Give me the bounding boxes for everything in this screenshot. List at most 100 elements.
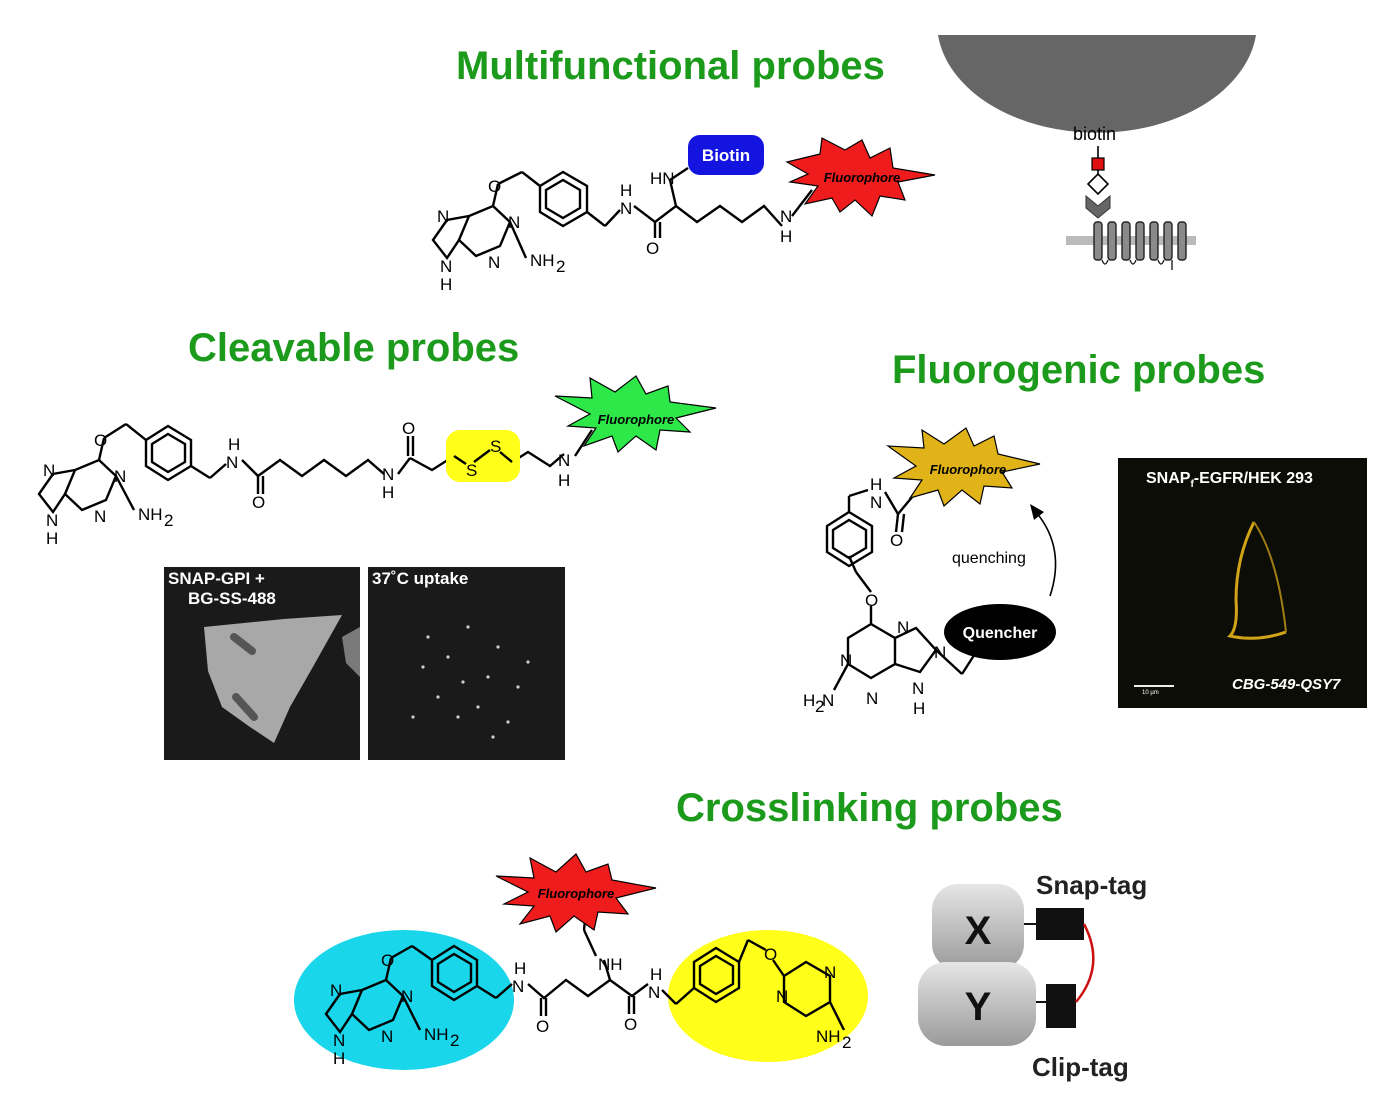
svg-text:O: O	[488, 177, 501, 196]
fluorophore-burst-multifunctional: Fluorophore	[785, 137, 936, 218]
svg-text:N: N	[114, 467, 126, 486]
svg-text:NH: NH	[138, 505, 163, 524]
svg-text:H: H	[228, 435, 240, 454]
title-cleavable: Cleavable probes	[188, 326, 520, 370]
svg-text:X: X	[965, 909, 992, 953]
svg-text:N: N	[94, 507, 106, 526]
svg-text:O: O	[865, 591, 878, 610]
svg-text:N: N	[912, 679, 924, 698]
svg-text:N: N	[488, 253, 500, 272]
membrane	[1066, 236, 1196, 245]
svg-text:N: N	[776, 987, 788, 1006]
egfr-scale-label: 10 µm	[1142, 690, 1159, 696]
svg-text:N: N	[440, 257, 452, 276]
svg-text:H: H	[870, 475, 882, 494]
svg-text:N: N	[437, 207, 449, 226]
svg-text:Fluorophore: Fluorophore	[538, 886, 615, 901]
svg-text:S: S	[466, 461, 477, 480]
svg-text:N: N	[840, 651, 852, 670]
svg-text:N: N	[620, 199, 632, 218]
svg-text:N: N	[226, 453, 238, 472]
svg-text:N: N	[381, 1027, 393, 1046]
svg-text:N: N	[934, 643, 946, 662]
svg-text:O: O	[381, 951, 394, 970]
svg-text:N: N	[648, 983, 660, 1002]
crosslink-red	[1075, 923, 1095, 1003]
svg-text:H: H	[558, 471, 570, 490]
atoms-multifunctional: O N N H N N NH 2 H N O HN N H	[437, 169, 792, 294]
yellow-oval	[668, 930, 868, 1062]
linker-diamond	[1086, 172, 1110, 196]
svg-text:NH: NH	[816, 1027, 841, 1046]
svg-text:H: H	[46, 529, 58, 548]
bead-receptor-schematic: biotin	[938, 35, 1256, 270]
protein-y	[918, 962, 1036, 1046]
biotin-square	[1091, 157, 1105, 171]
svg-text:O: O	[252, 493, 265, 512]
svg-text:H: H	[382, 483, 394, 502]
title-multifunctional: Multifunctional probes	[456, 44, 885, 88]
svg-text:H: H	[913, 699, 925, 718]
fluorophore-burst-fluorogenic: Fluorophore	[885, 427, 1041, 508]
svg-text:N: N	[822, 691, 834, 710]
svg-text:Quencher: Quencher	[963, 625, 1038, 642]
svg-text:NH: NH	[598, 955, 623, 974]
fluorophore-burst-cleavable: Fluorophore	[554, 375, 717, 454]
svg-text:O: O	[890, 531, 903, 550]
svg-text:Y: Y	[965, 985, 992, 1029]
svg-text:NH: NH	[530, 251, 555, 270]
disulfide-bond	[453, 449, 513, 465]
gpcr-helices	[1093, 221, 1187, 261]
svg-text:Fluorophore: Fluorophore	[824, 170, 901, 185]
protein-x	[932, 884, 1024, 970]
svg-text:S: S	[490, 437, 501, 456]
clip-tag-box	[1046, 984, 1076, 1028]
egfr-caption: SNAPf-EGFR/HEK 293	[1146, 470, 1313, 491]
svg-text:O: O	[402, 419, 415, 438]
svg-text:N: N	[508, 213, 520, 232]
structure-multifunctional	[431, 167, 813, 261]
svg-text:HN: HN	[650, 169, 675, 188]
svg-text:Fluorophore: Fluorophore	[598, 412, 675, 427]
svg-text:O: O	[94, 431, 107, 450]
micrograph-uptake: 37˚C uptake	[368, 567, 565, 760]
fluorophore-burst-crosslinking: Fluorophore	[495, 853, 657, 934]
title-fluorogenic: Fluorogenic probes	[892, 348, 1266, 392]
svg-text:2: 2	[450, 1031, 459, 1050]
svg-text:Biotin: Biotin	[702, 146, 750, 165]
svg-text:N: N	[46, 511, 58, 530]
svg-text:N: N	[558, 451, 570, 470]
gpi-caption-2: BG-SS-488	[188, 589, 276, 608]
svg-text:H: H	[650, 965, 662, 984]
atoms-cleavable: O N N H N N NH 2 H N O N H O S S N H	[43, 419, 570, 548]
svg-text:H: H	[514, 959, 526, 978]
snap-tag-box	[1036, 908, 1084, 940]
micrograph-egfr: SNAPf-EGFR/HEK 293 CBG-549-QSY7 10 µm	[1118, 458, 1367, 708]
svg-text:H: H	[620, 181, 632, 200]
svg-text:O: O	[624, 1015, 637, 1034]
streptavidin-bead	[938, 35, 1256, 133]
svg-text:N: N	[401, 987, 413, 1006]
title-crosslinking: Crosslinking probes	[676, 786, 1063, 830]
gpi-caption-1: SNAP-GPI +	[168, 569, 265, 588]
svg-text:Snap-tag: Snap-tag	[1036, 870, 1147, 900]
svg-text:O: O	[646, 239, 659, 258]
biotin-tag: Biotin	[688, 135, 764, 175]
svg-text:N: N	[382, 465, 394, 484]
svg-text:Fluorophore: Fluorophore	[930, 462, 1007, 477]
svg-text:N: N	[330, 981, 342, 1000]
atoms-fluorogenic: H N O O N N N N N H H 2 N	[803, 475, 946, 718]
svg-text:O: O	[536, 1017, 549, 1036]
svg-text:H: H	[780, 227, 792, 246]
svg-text:N: N	[824, 963, 836, 982]
egfr-probe-label: CBG-549-QSY7	[1232, 676, 1341, 693]
svg-text:NH: NH	[424, 1025, 449, 1044]
svg-text:N: N	[333, 1031, 345, 1050]
snap-tag-chevron	[1085, 194, 1111, 219]
svg-text:Clip-tag: Clip-tag	[1032, 1052, 1129, 1082]
svg-text:O: O	[764, 945, 777, 964]
structure-fluorogenic	[825, 488, 982, 691]
structure-crosslinking	[324, 909, 846, 1035]
biotin-small-label: biotin	[1073, 124, 1116, 144]
